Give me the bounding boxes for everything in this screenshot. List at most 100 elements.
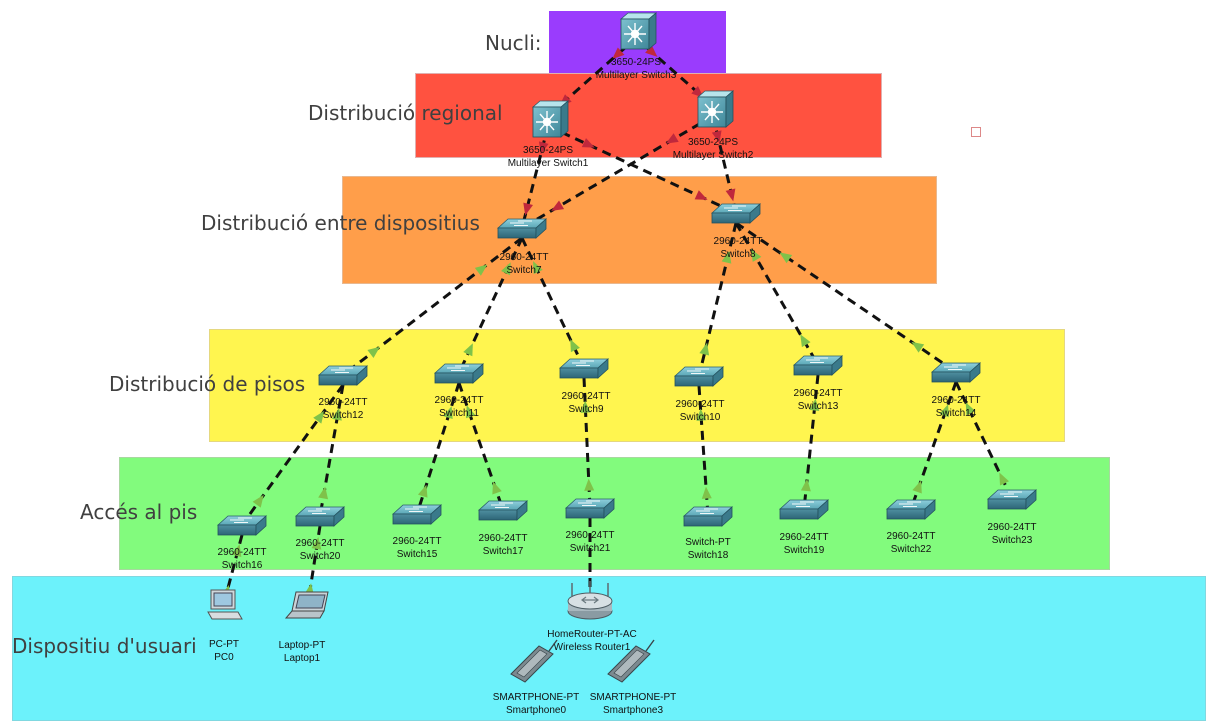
link-marker-sw7-sw9-1 bbox=[570, 339, 580, 353]
device-name-label: Multilayer Switch1 bbox=[508, 158, 589, 169]
switch-icon[interactable] bbox=[564, 498, 616, 519]
link-marker-sw12-sw16-0 bbox=[313, 410, 325, 424]
device-name-label: Switch7 bbox=[506, 265, 541, 276]
switch-icon[interactable] bbox=[477, 500, 529, 521]
multilayer-icon[interactable] bbox=[531, 100, 570, 138]
device-name-label: Smartphone3 bbox=[603, 705, 663, 716]
device-model-label: 2960-24TT bbox=[794, 388, 843, 399]
link-marker-sw12-sw20-0 bbox=[331, 407, 342, 421]
device-name-label: Switch20 bbox=[300, 551, 341, 562]
switch-icon[interactable] bbox=[986, 489, 1038, 510]
device-model-label: 2960-24TT bbox=[296, 538, 345, 549]
link-marker-sw7-sw9-0 bbox=[533, 261, 543, 275]
switch-icon[interactable] bbox=[433, 363, 485, 384]
link-marker-ms1-sw7-0 bbox=[538, 141, 549, 155]
link-marker-sw8-sw10-0 bbox=[721, 250, 732, 264]
link-marker-ms2-sw7-1 bbox=[551, 200, 565, 211]
link-sw7-sw12 bbox=[342, 236, 523, 377]
router-icon[interactable] bbox=[567, 581, 613, 620]
device-model-label: 2960-24TT bbox=[218, 547, 267, 558]
device-model-label: 2960-24TT bbox=[562, 391, 611, 402]
device-model-label: 2960-24TT bbox=[479, 533, 528, 544]
device-model-label: 2960-24TT bbox=[988, 522, 1037, 533]
link-marker-sw10-sw18-0 bbox=[696, 408, 707, 421]
device-model-label: SMARTPHONE-PT bbox=[590, 692, 677, 703]
device-model-label: 2960-24TT bbox=[887, 531, 936, 542]
device-model-label: HomeRouter-PT-AC bbox=[547, 629, 636, 640]
device-name-label: Switch19 bbox=[784, 545, 825, 556]
layer-band-regional bbox=[415, 73, 882, 158]
switch-icon[interactable] bbox=[778, 499, 830, 520]
layer-label-acces: Accés al pis bbox=[80, 500, 198, 524]
device-name-label: Switch21 bbox=[570, 543, 611, 554]
link-marker-sw20-lap1-0 bbox=[311, 537, 322, 550]
link-marker-sw11-sw15-0 bbox=[443, 406, 453, 420]
link-marker-sw8-sw13-0 bbox=[751, 249, 762, 262]
device-model-label: 2960-24TT bbox=[500, 252, 549, 263]
device-name-label: Smartphone0 bbox=[506, 705, 566, 716]
link-marker-sw9-sw21-0 bbox=[580, 400, 591, 413]
link-marker-sw8-sw10-1 bbox=[699, 342, 710, 356]
device-name-label: Switch16 bbox=[222, 560, 263, 571]
link-marker-sw11-sw17-1 bbox=[492, 481, 502, 495]
link-marker-sw11-sw15-1 bbox=[417, 484, 428, 498]
link-sw8-sw14 bbox=[735, 221, 957, 374]
device-name-label: Switch23 bbox=[992, 535, 1033, 546]
layer-label-dispositius: Distribució entre dispositius bbox=[201, 211, 480, 235]
switch-icon[interactable] bbox=[216, 515, 268, 536]
device-model-label: 3650-24PS bbox=[688, 137, 738, 148]
device-name-label: Laptop1 bbox=[284, 653, 321, 664]
device-name-label: Switch17 bbox=[483, 546, 524, 557]
device-name-label: Switch15 bbox=[397, 549, 438, 560]
link-marker-ms1-sw8-1 bbox=[694, 190, 708, 200]
link-marker-sw9-sw21-1 bbox=[584, 478, 595, 491]
device-model-label: PC-PT bbox=[209, 639, 239, 650]
layer-band-acces bbox=[119, 457, 1110, 570]
device-name-label: Switch22 bbox=[891, 544, 932, 555]
switch-icon[interactable] bbox=[792, 355, 844, 376]
link-sw11-sw15 bbox=[415, 382, 461, 515]
multilayer-icon[interactable] bbox=[619, 12, 658, 50]
layer-label-regional: Distribució regional bbox=[308, 101, 503, 125]
link-marker-sw13-sw19-0 bbox=[809, 398, 820, 411]
link-marker-sw14-sw22-0 bbox=[939, 404, 949, 418]
switch-icon[interactable] bbox=[885, 499, 937, 520]
switch-icon[interactable] bbox=[391, 504, 443, 525]
link-marker-ms2-sw7-0 bbox=[665, 133, 679, 144]
device-model-label: 2960-24TT bbox=[435, 395, 484, 406]
switch-icon[interactable] bbox=[496, 218, 548, 239]
device-name-label: Switch13 bbox=[798, 401, 839, 412]
phone-icon[interactable] bbox=[607, 639, 655, 683]
device-model-label: 2960-24TT bbox=[714, 236, 763, 247]
switch-icon[interactable] bbox=[930, 362, 982, 383]
switch-icon[interactable] bbox=[673, 366, 725, 387]
device-name-label: Switch8 bbox=[720, 249, 755, 260]
switch-icon[interactable] bbox=[710, 203, 762, 224]
layer-band-dispositius bbox=[342, 176, 937, 284]
switch-icon[interactable] bbox=[294, 506, 346, 527]
multilayer-icon[interactable] bbox=[696, 90, 735, 128]
switch-icon[interactable] bbox=[682, 506, 734, 527]
link-marker-ms3-ms2-0 bbox=[645, 45, 658, 57]
device-name-label: Switch12 bbox=[323, 410, 364, 421]
link-marker-sw16-pc0-0 bbox=[231, 544, 242, 558]
pc-icon[interactable] bbox=[207, 589, 243, 620]
link-marker-sw10-sw18-1 bbox=[701, 486, 712, 499]
layer-label-usuari: Dispositiu d'usuari bbox=[12, 634, 197, 658]
device-name-label: Switch14 bbox=[936, 408, 977, 419]
link-marker-sw7-sw12-0 bbox=[474, 264, 488, 276]
device-name-label: Switch10 bbox=[680, 412, 721, 423]
device-model-label: 2960-24TT bbox=[566, 530, 615, 541]
device-name-label: Switch9 bbox=[568, 404, 603, 415]
link-marker-sw14-sw22-1 bbox=[912, 480, 922, 494]
device-name-label: Switch18 bbox=[688, 550, 729, 561]
link-marker-sw13-sw19-1 bbox=[800, 478, 811, 492]
laptop-icon[interactable] bbox=[284, 591, 329, 619]
link-marker-sw8-sw14-0 bbox=[779, 252, 793, 264]
switch-icon[interactable] bbox=[317, 365, 369, 386]
phone-icon[interactable] bbox=[510, 639, 558, 683]
device-model-label: SMARTPHONE-PT bbox=[493, 692, 580, 703]
link-marker-sw8-sw13-1 bbox=[800, 334, 811, 348]
device-name-label: Multilayer Switch2 bbox=[673, 150, 754, 161]
switch-icon[interactable] bbox=[558, 358, 610, 379]
